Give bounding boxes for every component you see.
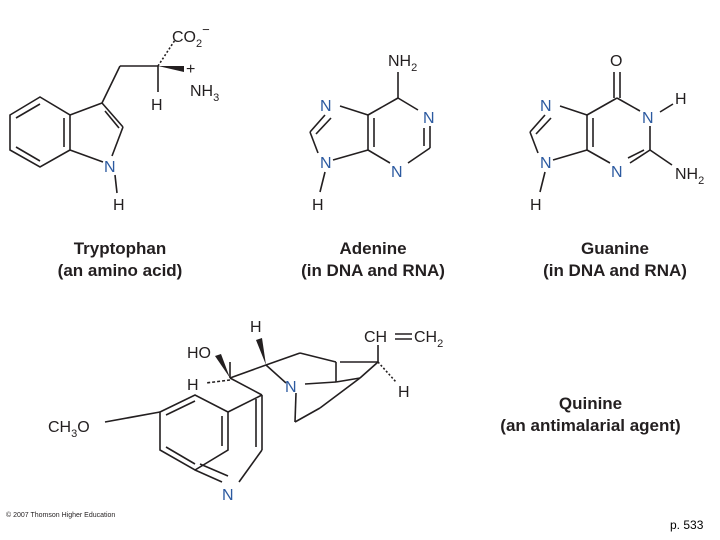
quinine-h-top-label: H <box>250 319 262 336</box>
quinine-ch3-sub: 3 <box>71 428 77 440</box>
quinine-ch3-label: CH <box>48 419 71 436</box>
quinine-ch-label: CH <box>364 329 387 346</box>
adenine-desc: (in DNA and RNA) <box>301 261 445 280</box>
quinine-caption: Quinine (an antimalarial agent) <box>478 393 703 437</box>
quinine-structure: HO H H N H CH CH2 CH3O N <box>48 319 443 504</box>
guanine-n7-label: N <box>540 98 552 115</box>
adenine-n1-label: N <box>423 110 435 127</box>
svg-text:CO2−: CO2− <box>172 22 210 50</box>
guanine-n3-label: N <box>611 164 623 181</box>
quinine-quinoline-n-label: N <box>222 487 234 504</box>
adenine-h9-label: H <box>312 197 324 214</box>
adenine-n9-label: N <box>320 155 332 172</box>
tryptophan-co-sub: 2 <box>196 38 202 50</box>
quinine-h-bridge-label: H <box>398 384 410 401</box>
quinine-ho-label: HO <box>187 345 211 362</box>
adenine-caption: Adenine (in DNA and RNA) <box>268 238 478 282</box>
tryptophan-co-label: CO <box>172 29 196 46</box>
quinine-ch2-sub: 2 <box>437 338 443 350</box>
quinine-desc: (an antimalarial agent) <box>500 416 681 435</box>
svg-text:NH3: NH3 <box>190 83 219 104</box>
tryptophan-name: Tryptophan <box>73 239 167 258</box>
tryptophan-plus-charge: + <box>186 61 195 78</box>
guanine-h1-label: H <box>675 91 687 108</box>
guanine-n1-label: N <box>642 110 654 127</box>
svg-text:CH3O: CH3O <box>48 419 90 440</box>
tryptophan-nh-h-label: H <box>113 197 125 214</box>
quinine-n-bridge-label: N <box>285 379 297 396</box>
tryptophan-nh-label: NH <box>190 83 213 100</box>
svg-text:NH2: NH2 <box>388 53 417 74</box>
tryptophan-structure: N H H CO2− + NH3 <box>9 22 219 214</box>
adenine-nh-sub: 2 <box>411 62 417 74</box>
tryptophan-n-label: N <box>104 159 116 176</box>
copyright-notice: © 2007 Thomson Higher Education <box>6 512 116 519</box>
guanine-caption: Guanine (in DNA and RNA) <box>515 238 715 282</box>
svg-text:NH2: NH2 <box>675 166 704 187</box>
guanine-nh-label: NH <box>675 166 698 183</box>
guanine-o-label: O <box>610 53 622 70</box>
page-number: p. 533 <box>670 518 704 532</box>
tryptophan-h-alpha-label: H <box>151 97 163 114</box>
tryptophan-desc: (an amino acid) <box>57 261 183 280</box>
guanine-name: Guanine <box>580 239 649 258</box>
svg-text:CH2: CH2 <box>414 329 443 350</box>
guanine-nh-sub: 2 <box>698 175 704 187</box>
tryptophan-nh-sub: 3 <box>213 92 219 104</box>
adenine-structure: NH2 N N N N H <box>309 53 435 214</box>
quinine-name: Quinine <box>558 394 623 413</box>
guanine-structure: O N H N NH2 N N H <box>529 53 704 214</box>
adenine-n7-label: N <box>320 98 332 115</box>
quinine-h-carbinol-label: H <box>187 377 199 394</box>
adenine-nh-label: NH <box>388 53 411 70</box>
adenine-n3-label: N <box>391 164 403 181</box>
guanine-desc: (in DNA and RNA) <box>543 261 687 280</box>
quinine-o-label: O <box>77 419 89 436</box>
tryptophan-co-charge: − <box>202 22 210 37</box>
guanine-n9-label: N <box>540 155 552 172</box>
quinine-ch2-label: CH <box>414 329 437 346</box>
guanine-h9-label: H <box>530 197 542 214</box>
adenine-name: Adenine <box>339 239 407 258</box>
tryptophan-caption: Tryptophan (an amino acid) <box>20 238 220 282</box>
